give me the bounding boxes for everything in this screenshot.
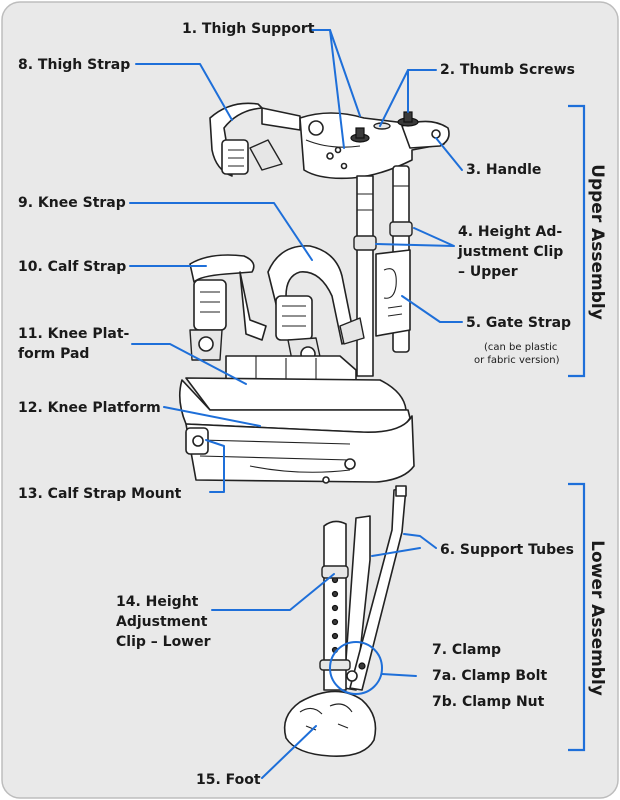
upper-assembly-title: Upper Assembly xyxy=(587,164,607,320)
label-calf-strap: 10. Calf Strap xyxy=(18,259,126,275)
gate-strap-drawing xyxy=(375,249,411,337)
support-tubes-drawing xyxy=(343,485,407,691)
label-thigh-strap: 8. Thigh Strap xyxy=(18,57,130,73)
pointer-knee-platform-pad xyxy=(131,343,247,385)
pointer-thigh-support-b xyxy=(329,29,361,117)
thumb-screws-drawing xyxy=(350,111,419,143)
pointer-knee-strap xyxy=(129,202,313,261)
label-foot: 15. Foot xyxy=(196,772,261,788)
thigh-strap-drawing xyxy=(209,102,301,177)
label-height-clip-lower-2: Adjustment xyxy=(116,614,208,630)
pointer-lines xyxy=(129,29,463,779)
clamp-highlight-circle xyxy=(329,641,383,695)
label-knee-platform-pad-2: form Pad xyxy=(18,346,89,362)
label-clamp-nut: 7b. Clamp Nut xyxy=(432,694,545,710)
pointer-thigh-strap xyxy=(135,63,233,121)
calf-strap-drawing xyxy=(189,254,267,361)
label-knee-platform: 12. Knee Platform xyxy=(18,400,161,416)
calf-strap-mount-drawing xyxy=(185,427,209,455)
label-height-clip-lower-1: 14. Height xyxy=(116,594,199,610)
upper-assembly-drawing xyxy=(178,102,450,484)
pointer-foot xyxy=(261,725,317,779)
lower-assembly-bracket xyxy=(568,482,586,752)
upper-assembly-bracket xyxy=(568,104,586,378)
clamp-drawing xyxy=(319,659,366,682)
knee-platform-drawing xyxy=(178,379,415,484)
label-height-clip-lower-3: Clip – Lower xyxy=(116,634,211,650)
label-thigh-support: 1. Thigh Support xyxy=(182,21,315,37)
label-height-clip-upper-1: 4. Height Ad- xyxy=(458,224,562,240)
label-knee-strap: 9. Knee Strap xyxy=(18,195,126,211)
label-support-tubes: 6. Support Tubes xyxy=(440,542,574,558)
knee-strap-drawing xyxy=(267,245,365,371)
pointer-calf-strap-mount xyxy=(205,439,225,493)
label-calf-strap-mount: 13. Calf Strap Mount xyxy=(18,486,182,502)
label-thumb-screws: 2. Thumb Screws xyxy=(440,62,575,78)
label-height-clip-upper-2: justment Clip xyxy=(457,244,563,260)
gate-strap-note-2: or fabric version) xyxy=(474,355,560,366)
label-gate-strap: 5. Gate Strap xyxy=(466,315,571,331)
label-height-clip-upper-3: – Upper xyxy=(458,264,518,280)
label-clamp-bolt: 7a. Clamp Bolt xyxy=(432,668,547,684)
pointer-height-clip-lower xyxy=(211,573,335,611)
lower-assembly-title: Lower Assembly xyxy=(587,540,607,696)
pointer-knee-platform xyxy=(163,406,261,427)
lower-assembly-drawing xyxy=(283,485,407,757)
pointer-height-clip-upper xyxy=(375,227,455,247)
pointer-support-tubes xyxy=(371,533,437,557)
gate-strap-note-1: (can be plastic xyxy=(484,342,557,353)
label-clamp: 7. Clamp xyxy=(432,642,501,658)
foot-drawing xyxy=(283,690,377,757)
pointer-handle xyxy=(435,137,463,171)
pointer-clamp xyxy=(381,673,417,677)
label-knee-platform-pad-1: 11. Knee Plat- xyxy=(18,326,130,342)
pointer-gate-strap xyxy=(401,295,463,323)
label-handle: 3. Handle xyxy=(466,162,541,178)
